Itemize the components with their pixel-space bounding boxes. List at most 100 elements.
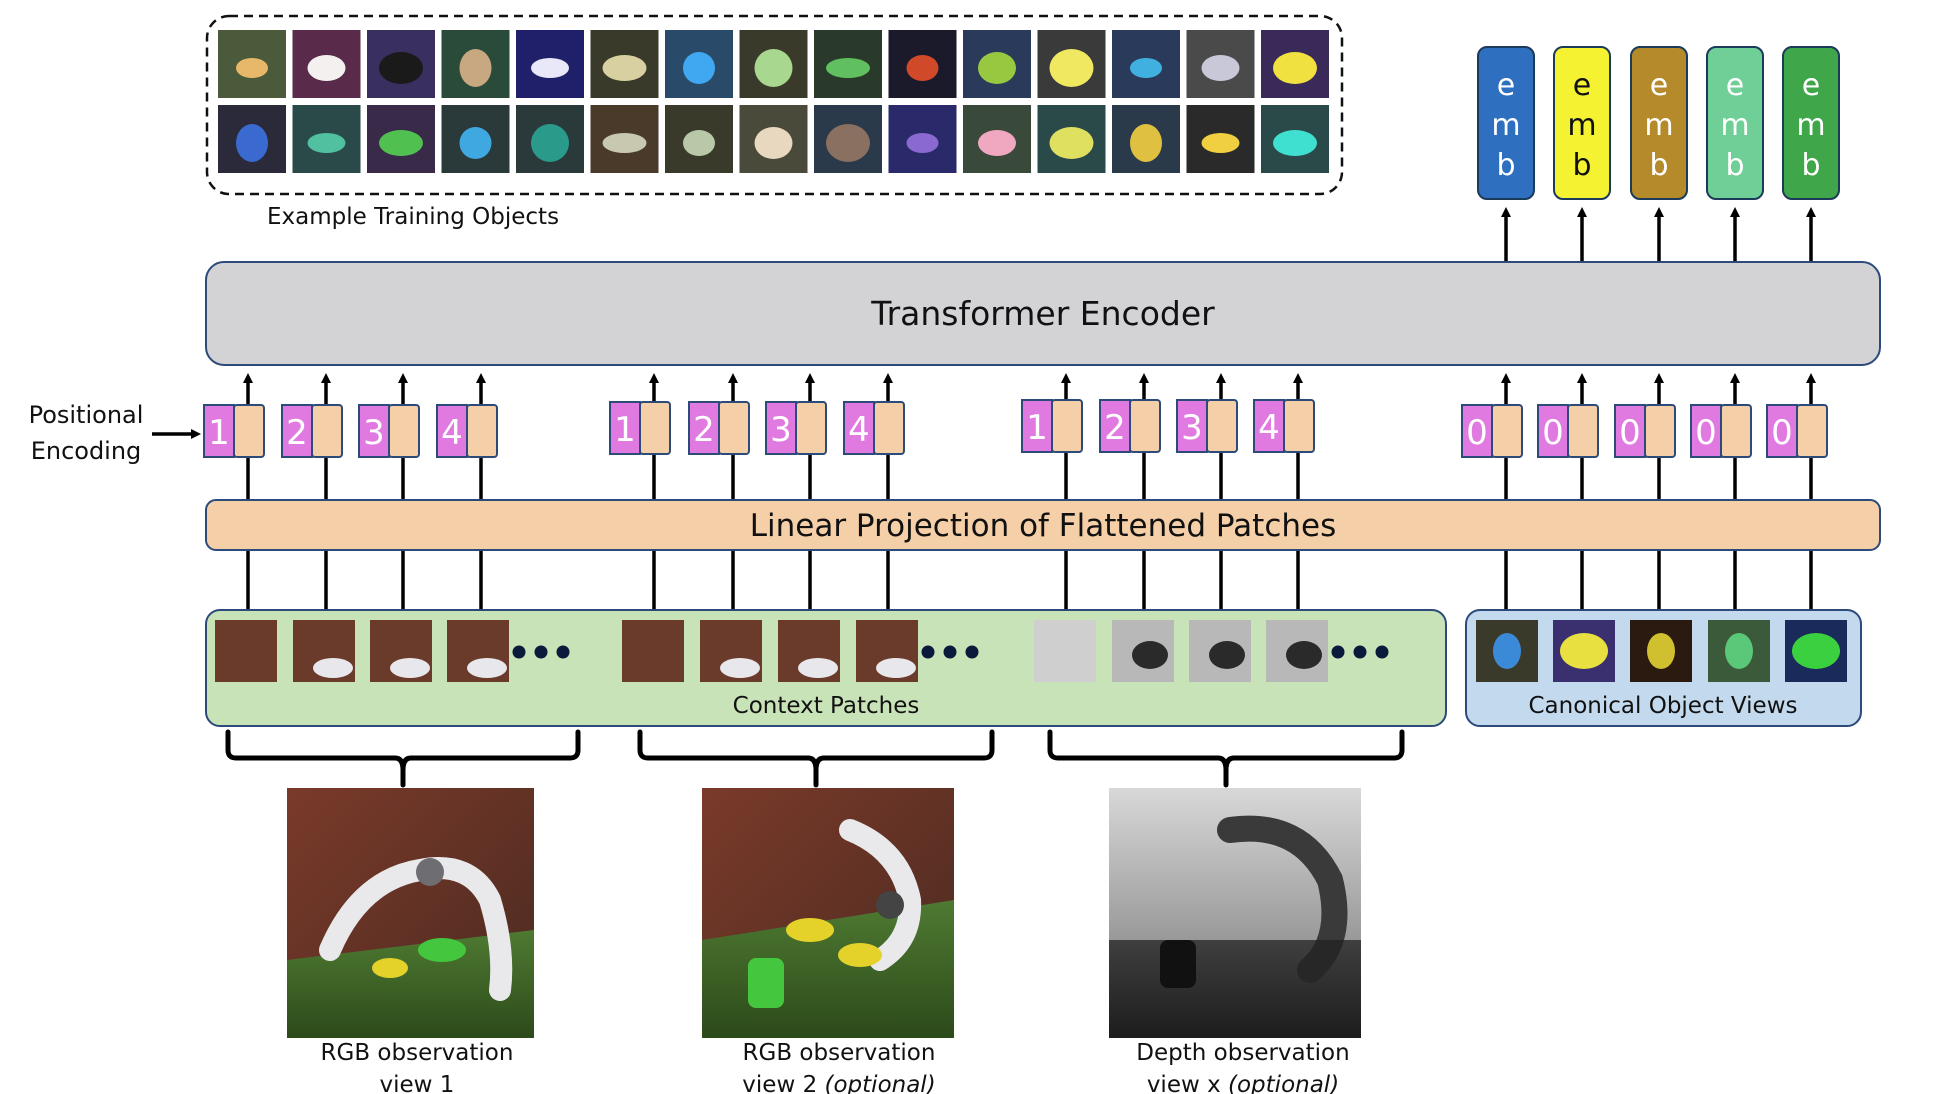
context-patch-shape (876, 658, 916, 678)
embedding-output-box (1553, 46, 1611, 200)
embedding-output-letter: m (1644, 108, 1673, 143)
training-object-shape (236, 124, 268, 162)
embedding-output-letter: e (1726, 68, 1744, 103)
patch-token-box (873, 401, 905, 455)
embedding-output-letter: e (1497, 68, 1515, 103)
patch-token-box (1129, 399, 1161, 453)
observation-2-optional-text: (optional) (825, 1072, 936, 1094)
training-object-shape (379, 130, 423, 156)
context-patch-shape (1209, 641, 1245, 669)
training-object-shape (683, 130, 715, 156)
ellipsis-dot (556, 645, 570, 659)
training-object-shape (307, 55, 346, 81)
canonical-object-shape (1560, 633, 1608, 669)
patch-token-box (233, 404, 265, 458)
transformer-encoder-box (205, 261, 1881, 366)
training-object-shape (1049, 49, 1094, 87)
transformer-encoder-label: Transformer Encoder (870, 294, 1215, 333)
canonical-object-shape (1493, 633, 1521, 669)
training-object-shape (531, 124, 569, 162)
positional-index-label: 3 (770, 410, 792, 450)
positional-index-label: 1 (614, 410, 636, 450)
positional-index-label: 4 (1258, 408, 1280, 448)
context-patch-shape (313, 658, 353, 678)
observation-2-label-line2: view 2 (optional) (742, 1072, 935, 1094)
context-patch-image (622, 620, 684, 682)
positional-index-box (1537, 404, 1569, 458)
training-object-shape (602, 55, 647, 81)
observation-3-optional-text: (optional) (1228, 1072, 1339, 1094)
context-patch-shape (1132, 641, 1168, 669)
patch-token-box (1491, 404, 1523, 458)
context-patch-thumbnails (215, 620, 1389, 682)
positional-index-label: 2 (1104, 408, 1126, 448)
training-object-shape (754, 49, 793, 87)
observation-1-label-line1: RGB observation (321, 1040, 514, 1066)
context-patch-shape (798, 658, 838, 678)
canonical-view-thumbnails (1476, 620, 1847, 682)
positional-index-label: 4 (441, 413, 463, 453)
positional-index-label: 3 (1181, 408, 1203, 448)
training-object-shape (236, 58, 268, 78)
observation-1-label-line2: view 1 (380, 1072, 455, 1094)
embedding-output-box (1630, 46, 1688, 200)
context-patch-shape (467, 658, 507, 678)
positional-index-label: 3 (363, 413, 385, 453)
patch-token-box (311, 404, 343, 458)
training-object-shape (1201, 133, 1240, 153)
observation-image-rgb-view-1 (287, 788, 534, 1038)
context-patch-image (215, 620, 277, 682)
training-object-shape (683, 52, 715, 84)
positional-index-box (1099, 399, 1131, 453)
embedding-output-box (1477, 46, 1535, 200)
brace-view-2 (637, 729, 995, 788)
observation-image-depth-view-x (1109, 788, 1361, 1038)
training-object-shape (978, 52, 1016, 84)
observation-3-label-line1: Depth observation (1136, 1040, 1349, 1066)
positional-index-label: 4 (848, 410, 870, 450)
ellipsis-dot (943, 645, 957, 659)
ellipsis-dot (1353, 645, 1367, 659)
ellipsis-dot (534, 645, 548, 659)
example-objects-caption: Example Training Objects (267, 204, 559, 230)
ellipsis-dot (965, 645, 979, 659)
positional-index-label: 2 (693, 410, 715, 450)
patch-token-box (1567, 404, 1599, 458)
observation-1-view-text: view 1 (380, 1072, 455, 1094)
patch-token-box (1206, 399, 1238, 453)
positional-index-box (203, 404, 235, 458)
positional-index-box (843, 401, 875, 455)
patch-token-box (1644, 404, 1676, 458)
canonical-object-shape (1647, 633, 1675, 669)
context-patch-shape (390, 658, 430, 678)
embedding-output-letter: b (1649, 148, 1668, 183)
brace-view-1 (225, 729, 581, 788)
embedding-output-letter: b (1725, 148, 1744, 183)
ellipsis-dot (1331, 645, 1345, 659)
patch-token-box (1720, 404, 1752, 458)
embedding-output-letter: b (1496, 148, 1515, 183)
patch-token-box (466, 404, 498, 458)
context-patch-shape (1286, 641, 1322, 669)
positional-index-box (1690, 404, 1722, 458)
positional-index-label: 0 (1695, 413, 1717, 453)
patch-token-box (795, 401, 827, 455)
positional-index-box (1253, 399, 1285, 453)
training-object-shape (379, 52, 423, 84)
observation-2-view-text: view 2 (742, 1072, 824, 1094)
training-object-shape (1273, 130, 1317, 156)
embedding-output-letter: m (1796, 108, 1825, 143)
embedding-output-letter: e (1650, 68, 1668, 103)
embedding-output-letter: m (1491, 108, 1520, 143)
positional-index-label: 0 (1466, 413, 1488, 453)
example-objects-grid (218, 30, 1329, 173)
positional-index-box (1461, 404, 1493, 458)
training-object-shape (826, 124, 870, 162)
embedding-output-letter: b (1572, 148, 1591, 183)
positional-index-box (1021, 399, 1053, 453)
positional-index-label: 2 (286, 413, 308, 453)
training-object-shape (459, 49, 492, 87)
ellipsis-dot (1375, 645, 1389, 659)
positional-index-box (609, 401, 641, 455)
